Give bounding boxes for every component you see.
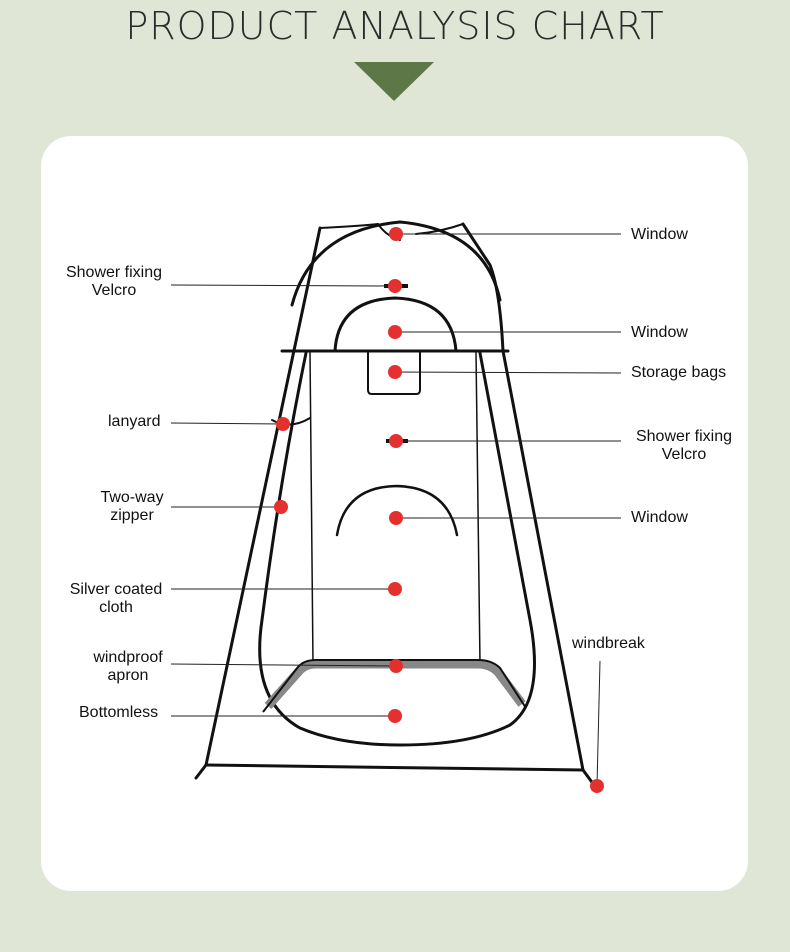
label-windbreak: windbreak (572, 635, 645, 652)
label-silver-cloth: Silver coated cloth (60, 581, 172, 617)
marker-lanyard (276, 417, 290, 431)
label-zipper-line1: Two-way (100, 489, 164, 506)
label-silver-line2: cloth (99, 599, 133, 616)
label-apron-line2: apron (107, 667, 149, 684)
label-window-low: Window (631, 509, 688, 526)
label-storage-bags: Storage bags (631, 364, 727, 381)
label-velcro-right-line2: Velcro (661, 446, 707, 463)
label-window-mid: Window (631, 324, 688, 341)
marker-bottomless (388, 709, 402, 723)
marker-velcro-upper (388, 279, 402, 293)
inner-panel-left (309, 351, 314, 665)
marker-velcro-lower (389, 434, 403, 448)
label-zipper: Two-way zipper (88, 489, 176, 525)
marker-zipper (274, 500, 288, 514)
label-bottomless: Bottomless (79, 704, 159, 721)
lower-window (335, 484, 459, 537)
label-velcro-right: Shower fixing Velcro (627, 428, 741, 464)
marker-window-low (389, 511, 403, 525)
label-velcro-left-line2: Velcro (91, 282, 137, 299)
marker-apron (389, 659, 403, 673)
label-velcro-left: Shower fixing Velcro (59, 264, 169, 300)
label-zipper-line2: zipper (110, 507, 154, 524)
label-window-top: Window (631, 226, 688, 243)
label-apron-line1: windproof (93, 649, 163, 666)
label-windproof-apron: windproof apron (84, 649, 172, 685)
tent-frame-base (204, 763, 596, 787)
leader-lines (170, 233, 622, 787)
marker-storage (388, 365, 402, 379)
lanyard-loop (271, 417, 311, 426)
inner-panel-right (475, 351, 481, 665)
marker-windbreak (590, 779, 604, 793)
marker-window-top (389, 227, 403, 241)
down-arrow-icon (354, 62, 434, 101)
tent-frame-left (194, 226, 322, 780)
storage-bag (367, 351, 421, 395)
inner-oval (258, 351, 536, 747)
label-lanyard: lanyard (108, 413, 161, 430)
label-velcro-left-line1: Shower fixing (65, 264, 163, 281)
label-silver-line1: Silver coated (69, 581, 163, 598)
label-velcro-right-line1: Shower fixing (635, 428, 733, 445)
marker-silver (388, 582, 402, 596)
page-title: PRODUCT ANALYSIS CHART (125, 4, 665, 48)
marker-window-mid (388, 325, 402, 339)
upper-window (333, 296, 458, 353)
tent-frame-right (461, 222, 585, 772)
tent-dome (290, 220, 502, 307)
